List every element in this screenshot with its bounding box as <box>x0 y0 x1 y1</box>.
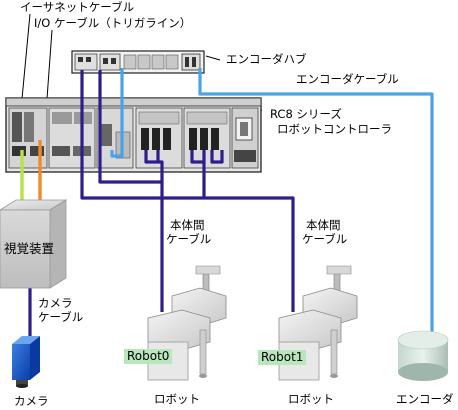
encoder-cable <box>110 68 434 336</box>
inter-cable-left-label-line2: ケーブル <box>166 232 212 246</box>
encoder-hub <box>71 50 205 74</box>
robot-left-label: ロボット <box>154 392 200 406</box>
robot-cable-1 <box>80 70 295 312</box>
robot-1-icon <box>278 265 358 381</box>
camera-icon <box>12 336 40 388</box>
controller-label-line2: ロボットコントローラ <box>277 122 392 136</box>
ethernet-cable-label: イーサネットケーブル <box>20 0 135 14</box>
inter-cable-right-label-line2: ケーブル <box>302 232 348 246</box>
robot-0-icon <box>147 265 227 381</box>
camera-cable-label-line2: ケーブル <box>38 310 84 324</box>
encoder-label: エンコーダ <box>396 392 454 406</box>
camera-label: カメラ <box>14 394 49 408</box>
robot-0-tag: Robot0 <box>124 349 173 364</box>
encoder-cable-label: エンコーダケーブル <box>296 72 399 86</box>
io-cable-label: I/O ケーブル（トリガライン） <box>34 16 192 30</box>
robot-cable-0 <box>98 70 164 312</box>
vision-device-label: 視覚装置 <box>4 241 55 256</box>
robot-1-tag: Robot1 <box>258 350 307 365</box>
vision-device <box>0 199 68 289</box>
controller-label-line1: RC8 シリーズ <box>270 107 342 121</box>
encoder-icon <box>397 330 449 381</box>
inter-cable-right-label-line1: 本体間 <box>306 218 341 232</box>
robot-right-label: ロボット <box>288 392 334 406</box>
inter-cable-left-label-line1: 本体間 <box>170 218 205 232</box>
encoder-hub-label: エンコーダハブ <box>226 52 307 66</box>
camera-cable-label-line1: カメラ <box>38 296 73 310</box>
